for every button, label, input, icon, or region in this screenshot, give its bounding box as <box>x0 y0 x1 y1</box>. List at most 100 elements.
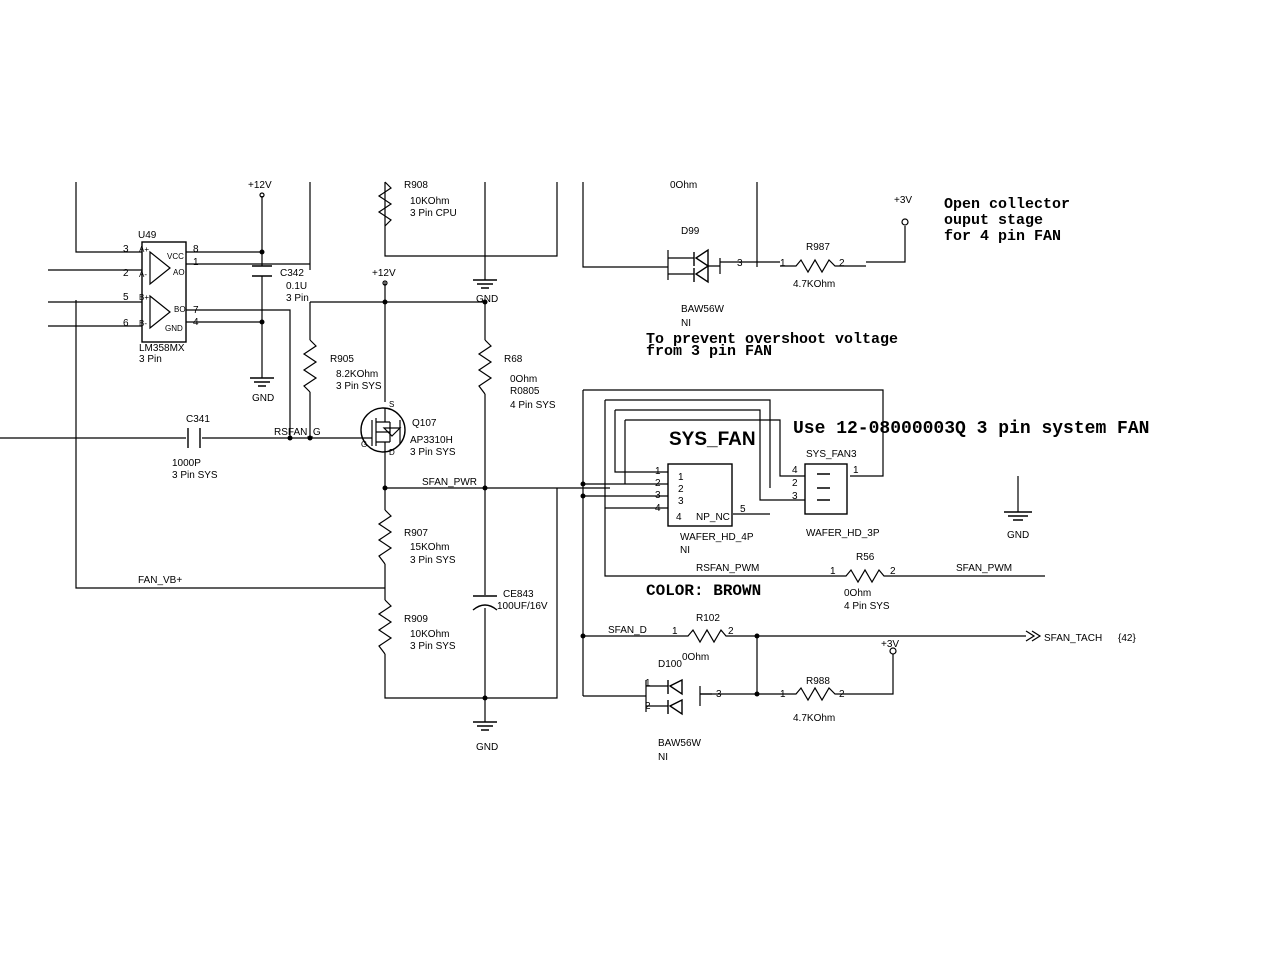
pin-name: GND <box>165 324 183 333</box>
note-use-fan: Use 12-08000003Q 3 pin system FAN <box>793 419 1149 439</box>
svg-text:1: 1 <box>645 678 651 689</box>
value: BAW56W <box>658 738 702 749</box>
pin-name: BO <box>174 305 186 314</box>
pin-name: NP_NC <box>696 512 730 523</box>
pin-name: A+ <box>139 245 149 254</box>
pin-name: B- <box>139 319 147 328</box>
net-sfan-tach-ref: {42} <box>1118 633 1136 644</box>
svg-text:3: 3 <box>678 496 684 507</box>
ref: R56 <box>856 552 875 563</box>
net-sfan-pwm: SFAN_PWM <box>956 563 1012 574</box>
pin-number: 4 <box>193 317 199 328</box>
ref: R102 <box>696 613 720 624</box>
svg-text:1: 1 <box>853 465 859 476</box>
note: 3 Pin CPU <box>410 208 457 219</box>
svg-text:2: 2 <box>645 701 651 712</box>
pin-number: 7 <box>193 305 199 316</box>
u49-opamp: U49 LM358MX 3 Pin A+ A- VCC AO B+ B- BO … <box>123 230 199 365</box>
value: AP3310H <box>410 435 453 446</box>
note-color: COLOR: BROWN <box>646 582 761 600</box>
pin-number: 1 <box>193 257 199 268</box>
d100-diode-pair: D100 BAW56W NI 3 1 2 <box>645 659 722 763</box>
pin-name: VCC <box>167 252 184 261</box>
svg-text:2: 2 <box>890 566 896 577</box>
power-3v-a: +3V <box>894 195 912 226</box>
pin-name: A- <box>139 270 147 279</box>
c341-capacitor: C341 1000P 3 Pin SYS <box>172 414 218 481</box>
pin-number: 8 <box>193 244 199 255</box>
ref: D99 <box>681 226 700 237</box>
value: 10KOhm <box>410 196 449 207</box>
svg-text:3: 3 <box>737 258 743 269</box>
ref: Q107 <box>412 418 437 429</box>
pin-name: B+ <box>139 293 149 302</box>
junctions <box>259 249 760 701</box>
footprint: R0805 <box>510 386 540 397</box>
ref: SYS_FAN3 <box>806 449 857 460</box>
svg-text:2: 2 <box>678 484 684 495</box>
ref: R905 <box>330 354 354 365</box>
note-open-collector-1: Open collector <box>944 196 1070 213</box>
note-open-collector-2: ouput stage <box>944 212 1043 229</box>
pin-number: 2 <box>123 268 129 279</box>
svg-text:1: 1 <box>678 472 684 483</box>
svg-text:3: 3 <box>792 491 798 502</box>
pin-name: AO <box>173 268 185 277</box>
ref: CE843 <box>503 589 534 600</box>
note-overshoot-2: from 3 pin FAN <box>646 343 772 360</box>
net-label: +3V <box>881 639 899 650</box>
pin-number: 5 <box>123 292 129 303</box>
ground-u49: GND <box>250 377 274 404</box>
value: 10KOhm <box>410 629 449 640</box>
ce843-capacitor: CE843 100UF/16V <box>472 589 548 612</box>
pin-number: 6 <box>123 318 129 329</box>
power-3v-b: +3V <box>881 639 899 655</box>
svg-text:2: 2 <box>792 478 798 489</box>
r908-resistor: R908 10KOhm 3 Pin CPU <box>377 180 457 227</box>
value: WAFER_HD_4P <box>680 532 754 543</box>
svg-text:2: 2 <box>655 478 661 489</box>
net-sfan-d: SFAN_D <box>608 625 647 636</box>
svg-text:1: 1 <box>780 689 786 700</box>
svg-text:1: 1 <box>672 626 678 637</box>
note: NI <box>658 752 668 763</box>
svg-text:3: 3 <box>716 689 722 700</box>
net-label: +3V <box>894 195 912 206</box>
r905-resistor: R905 8.2KOhm 3 Pin SYS <box>302 339 382 393</box>
note: NI <box>681 318 691 329</box>
note: 3 Pin SYS <box>410 641 456 652</box>
power-12v-b: +12V <box>372 268 396 286</box>
r909-resistor: R909 10KOhm 3 Pin SYS <box>377 599 456 655</box>
svg-text:5: 5 <box>740 504 746 515</box>
svg-text:4: 4 <box>655 503 661 514</box>
value: WAFER_HD_3P <box>806 528 880 539</box>
value: 4.7KOhm <box>793 713 835 724</box>
note: 3 Pin <box>139 354 162 365</box>
svg-text:1: 1 <box>655 466 661 477</box>
pin-name: G <box>361 440 367 449</box>
value: 8.2KOhm <box>336 369 378 380</box>
ref: C341 <box>186 414 210 425</box>
note: 3 Pin SYS <box>336 381 382 392</box>
net-label: GND <box>476 294 498 305</box>
ref: R909 <box>404 614 428 625</box>
pin-name: S <box>389 400 394 409</box>
value: 15KOhm <box>410 542 449 553</box>
note-open-collector-3: for 4 pin FAN <box>944 228 1061 245</box>
c342-capacitor: C342 0.1U 3 Pin <box>252 265 309 304</box>
r907-resistor: R907 15KOhm 3 Pin SYS <box>377 509 456 566</box>
ref: R988 <box>806 676 830 687</box>
ground-right: GND <box>1004 511 1032 541</box>
ref: U49 <box>138 230 157 241</box>
r988-resistor: R988 4.7KOhm 1 2 <box>780 676 866 724</box>
sys-fan3-connector: SYS_FAN3 WAFER_HD_3P 1 4 2 3 <box>792 449 880 539</box>
d99-diode-pair: D99 BAW56W NI 3 <box>667 226 743 329</box>
note: NI <box>680 545 690 556</box>
pin-number: 3 <box>123 244 129 255</box>
svg-text:4: 4 <box>792 465 798 476</box>
ref: R987 <box>806 242 830 253</box>
value: 0Ohm <box>682 652 709 663</box>
net-label: GND <box>1007 530 1029 541</box>
svg-text:1: 1 <box>830 566 836 577</box>
